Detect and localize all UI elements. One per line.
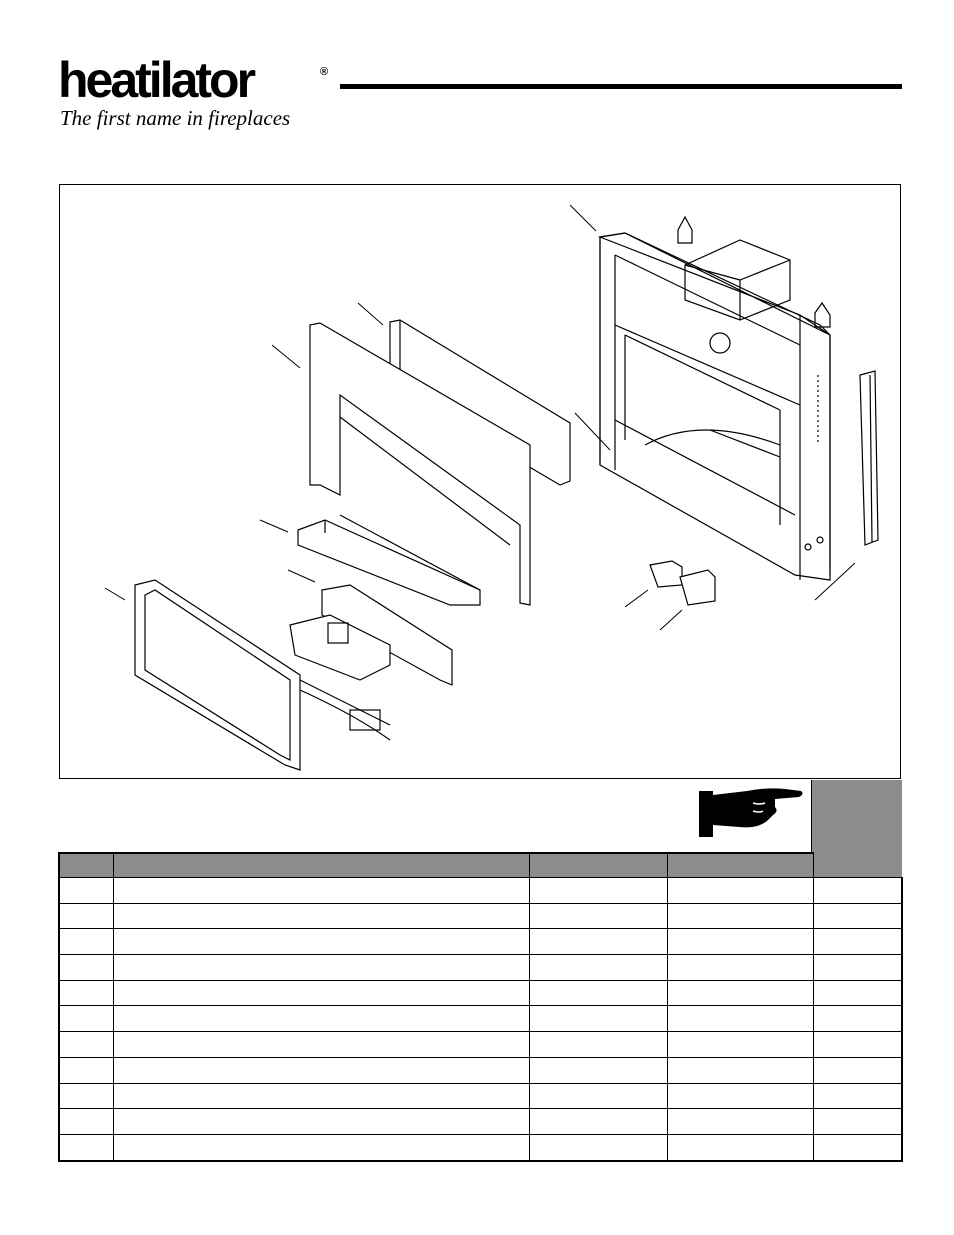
table-cell [58, 954, 113, 981]
table-row [58, 980, 903, 1007]
header-rule [340, 84, 902, 89]
table-cell [666, 1057, 813, 1084]
table-cell [812, 980, 903, 1007]
table-cell [812, 1108, 903, 1135]
table-cell [528, 954, 667, 981]
table-cell [812, 1083, 903, 1110]
table-cell [112, 903, 529, 930]
table-row [58, 928, 903, 956]
table-cell [812, 903, 903, 930]
table-cell [528, 1057, 667, 1084]
table-cell [58, 1108, 113, 1135]
table-row [58, 1108, 903, 1135]
table-cell [666, 1031, 813, 1058]
table-cell [812, 1057, 903, 1084]
table-cell [528, 1005, 667, 1033]
front-panel [309, 322, 531, 606]
table-cell [112, 928, 529, 956]
column-header [812, 853, 902, 878]
table-cell [528, 1134, 667, 1162]
table-cell [666, 1005, 813, 1033]
table-row [58, 954, 903, 981]
burner-tray [297, 514, 481, 606]
column-header [58, 852, 113, 878]
column-header [666, 852, 813, 878]
table-cell [58, 1005, 113, 1033]
table-cell [112, 1057, 529, 1084]
table-cell [812, 1005, 903, 1033]
glass-door-frame [134, 579, 301, 771]
side-panel-strip [859, 370, 879, 546]
table-cell [666, 877, 813, 904]
brand-wordmark: heatilator [58, 52, 256, 108]
table-cell [812, 928, 903, 956]
table-cell [112, 1134, 529, 1162]
table-cell [528, 1031, 667, 1058]
table-cell [112, 980, 529, 1007]
table-cell [528, 980, 667, 1007]
callout-arrows [104, 204, 856, 631]
burner-assembly [289, 614, 391, 741]
table-cell [58, 877, 113, 904]
table-row [58, 877, 903, 904]
table-cell [812, 1031, 903, 1058]
table-cell [58, 928, 113, 956]
pointing-hand-icon [699, 788, 803, 837]
table-cell [58, 1083, 113, 1110]
parts-table [58, 852, 903, 1162]
table-cell [666, 954, 813, 981]
registered-mark: ® [320, 66, 329, 78]
brackets [649, 560, 716, 606]
table-row [58, 1083, 903, 1110]
table-cell [528, 877, 667, 904]
table-cell [812, 954, 903, 981]
table-cell [112, 877, 529, 904]
exploded-parts-diagram [59, 184, 901, 779]
lower-shield [321, 584, 453, 686]
table-cell [528, 1108, 667, 1135]
table-cell [666, 928, 813, 956]
table-row [58, 903, 903, 930]
table-cell [112, 954, 529, 981]
column-header [528, 852, 667, 878]
brand-logo: heatilator ® The first name in fireplace… [58, 52, 338, 132]
firebox-unit [597, 215, 831, 581]
table-cell [812, 877, 903, 904]
table-cell [666, 1134, 813, 1162]
exploded-fireplace-parts-diagram-icon [104, 204, 879, 771]
table-cell [112, 1031, 529, 1058]
table-cell [112, 1108, 529, 1135]
table-cell [666, 903, 813, 930]
table-cell [528, 1083, 667, 1110]
table-row [58, 1134, 903, 1162]
table-cell [666, 1108, 813, 1135]
table-row [58, 1005, 903, 1033]
table-cell [112, 1005, 529, 1033]
table-cell [528, 928, 667, 956]
table-cell [528, 903, 667, 930]
table-row [58, 1057, 903, 1084]
column-header [112, 852, 529, 878]
table-cell [112, 1083, 529, 1110]
table-cell [812, 1134, 903, 1162]
brand-tagline: The first name in fireplaces [60, 106, 291, 130]
table-cell [58, 980, 113, 1007]
table-cell [58, 1031, 113, 1058]
table-cell [666, 980, 813, 1007]
table-cell [58, 1057, 113, 1084]
table-cell [58, 903, 113, 930]
table-cell [666, 1083, 813, 1110]
table-cell [58, 1134, 113, 1162]
table-header-row [58, 852, 902, 878]
table-row [58, 1031, 903, 1058]
